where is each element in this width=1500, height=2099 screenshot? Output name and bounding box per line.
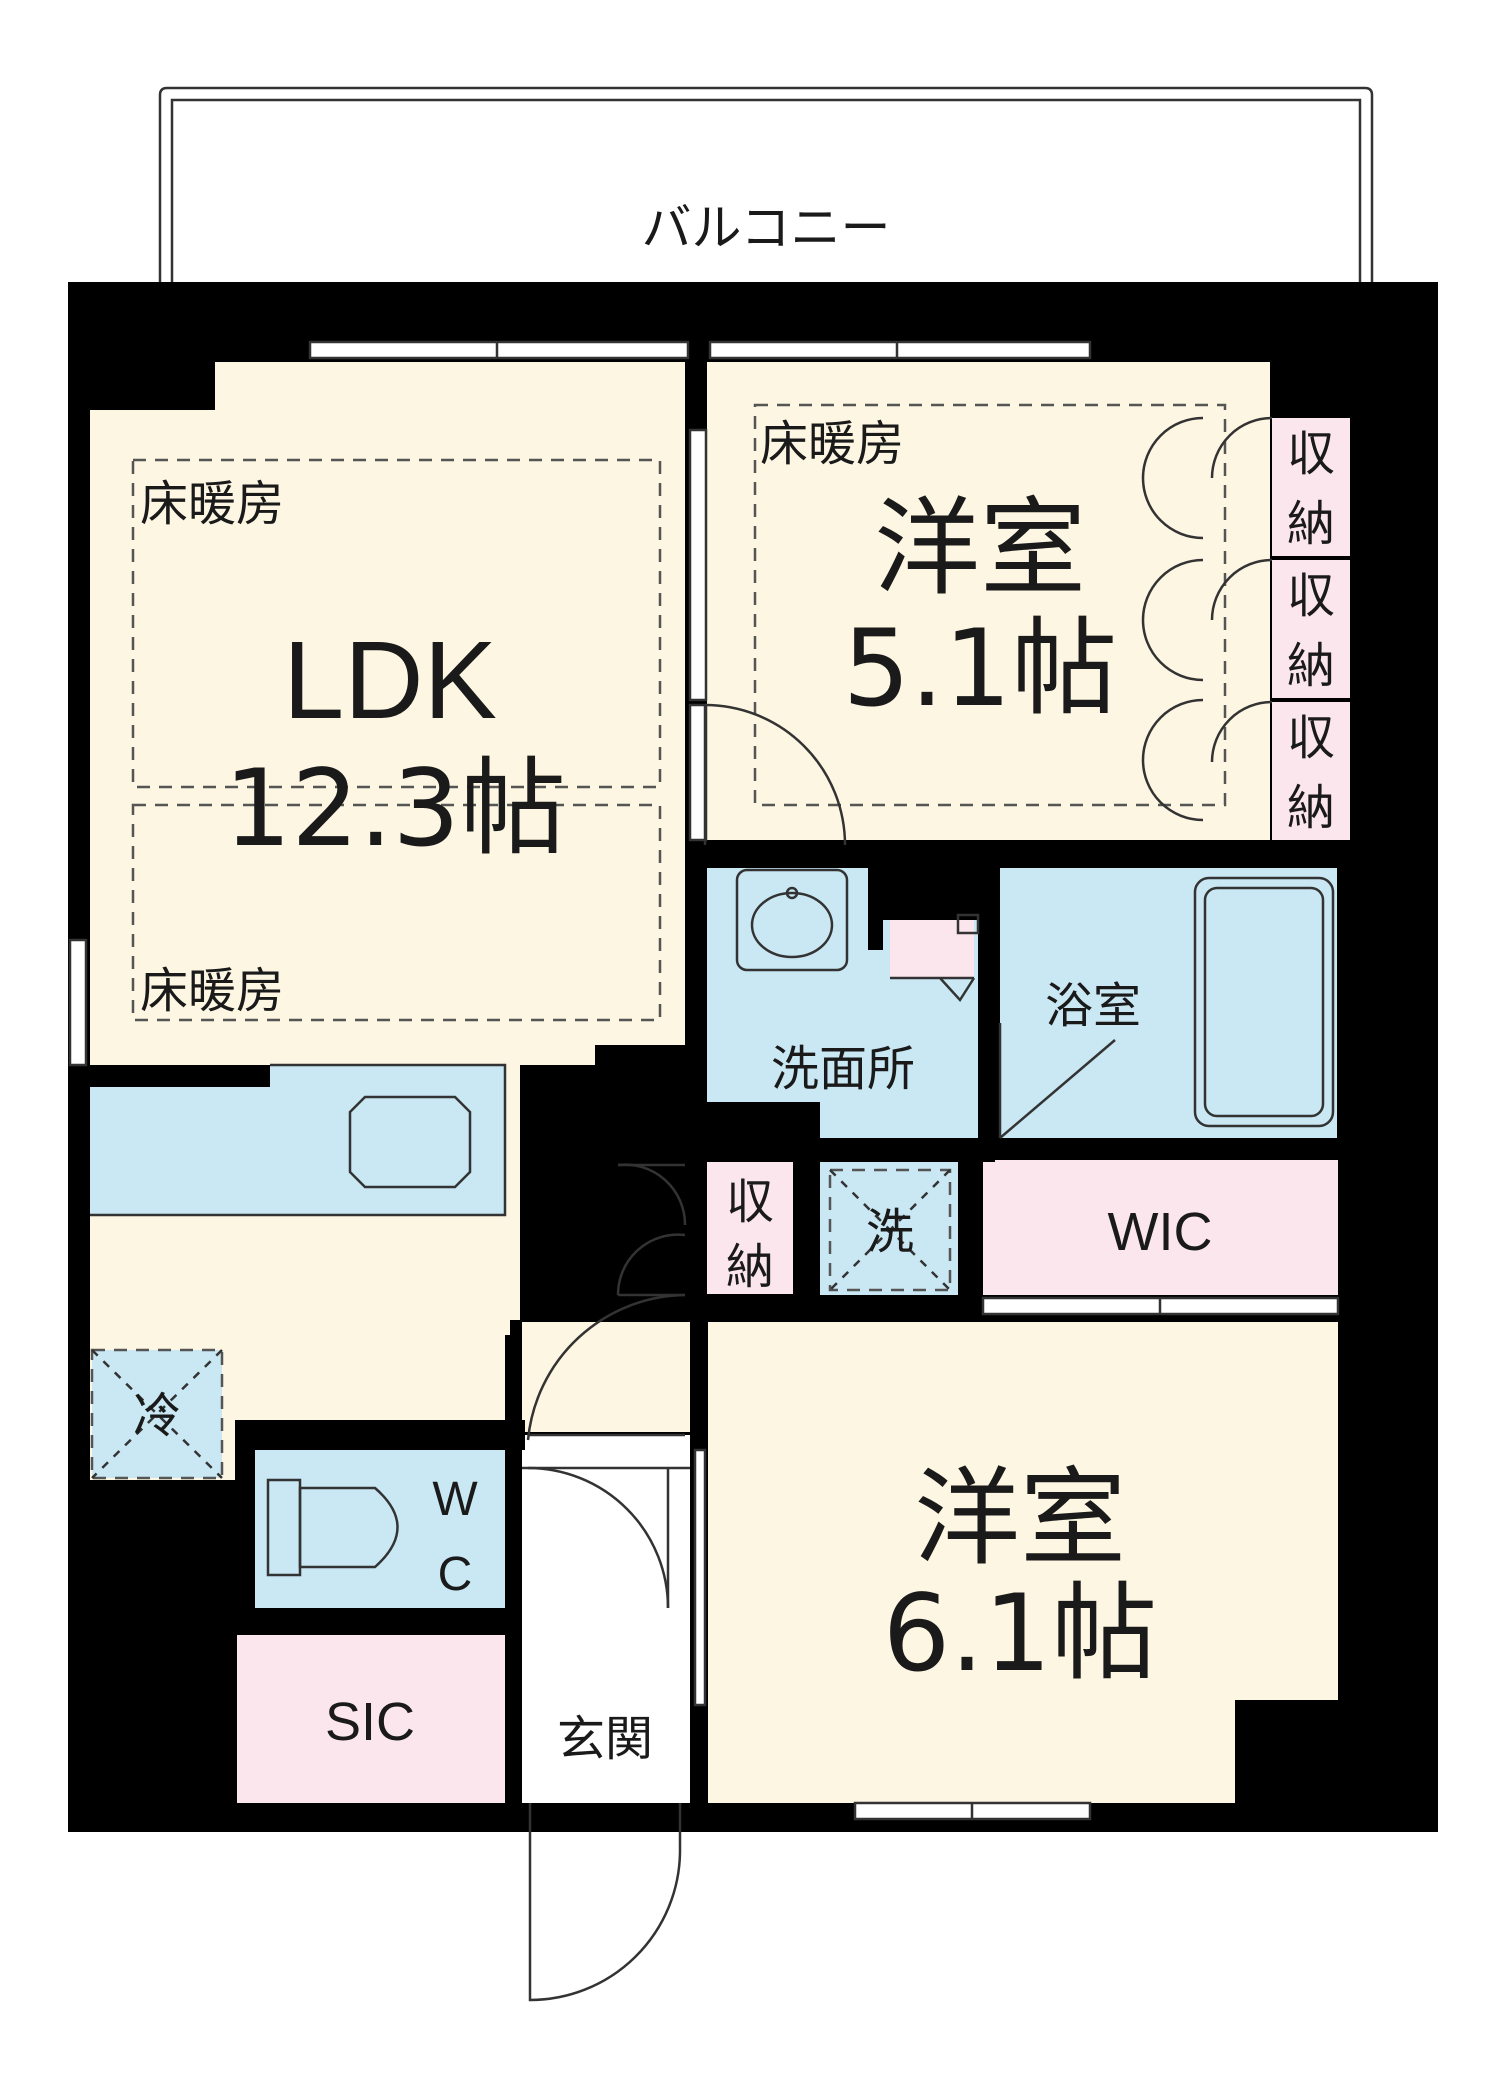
toilet-icon: [266, 1478, 399, 1577]
hall-storage-label-top: 収: [726, 1174, 774, 1230]
western-room-1-size: 5.1帖: [843, 607, 1118, 730]
doors: [522, 416, 1273, 2002]
wc-label-top: W: [432, 1473, 478, 1526]
closet-2-label-top: 収: [1287, 568, 1335, 624]
balcony: [158, 86, 1374, 282]
bath-floor: [1000, 868, 1337, 1138]
labels: バルコニー 床暖房 床暖房 床暖房 LDK 12.3帖 洋室 5.1帖 洋室 6…: [133, 199, 1335, 1767]
wc-label-bottom: C: [438, 1548, 473, 1601]
washroom-label: 洗面所: [771, 1041, 915, 1097]
windows: [68, 340, 1340, 1821]
wc-floor: [255, 1450, 505, 1608]
hallway-floor: [522, 1322, 690, 1432]
closet-1-floor: [1272, 418, 1350, 556]
western-room-1-name: 洋室: [874, 487, 1086, 610]
sic-floor: [237, 1635, 505, 1803]
closet-2-label-bottom: 納: [1287, 638, 1335, 694]
floor-heating-zones: [131, 403, 1227, 1022]
ldk-name: LDK: [283, 619, 497, 742]
wic-floor: [983, 1160, 1338, 1295]
entrance-label: 玄関: [557, 1711, 653, 1767]
closet-1-label-bottom: 納: [1287, 496, 1335, 552]
closet-1-label-top: 収: [1287, 426, 1335, 482]
floor-heating-label-1: 床暖房: [140, 476, 284, 532]
closet-2-floor: [1272, 560, 1350, 698]
western-room-2-size: 6.1帖: [883, 1572, 1158, 1695]
bath-label: 浴室: [1045, 978, 1141, 1034]
hall-storage-label-bottom: 納: [726, 1239, 774, 1295]
washer-label: 洗: [866, 1204, 914, 1260]
sic-label: SIC: [325, 1692, 415, 1752]
balcony-label: バルコニー: [642, 199, 891, 257]
entrance-floor: [522, 1435, 690, 1803]
kitchen-counter: [90, 1063, 507, 1217]
closet-3-floor: [1272, 702, 1350, 840]
western-room-2-name: 洋室: [914, 1457, 1126, 1580]
western-room-2-floor: [708, 1322, 1338, 1803]
western-room-1-floor: [705, 362, 1270, 840]
ldk-size: 12.3帖: [224, 747, 566, 870]
floor-heating-label-3: 床暖房: [760, 416, 904, 472]
closet-3-label-top: 収: [1287, 710, 1335, 766]
hall-storage-floor: [707, 1162, 793, 1294]
wic-label: WIC: [1108, 1202, 1213, 1262]
closet-3-label-bottom: 納: [1287, 780, 1335, 836]
fixtures: [266, 868, 1335, 1577]
fridge-space: [90, 1348, 224, 1480]
linen-storage-floor: [890, 920, 974, 978]
fridge-label: 冷: [133, 1388, 181, 1444]
floor-heating-label-2: 床暖房: [140, 963, 284, 1019]
